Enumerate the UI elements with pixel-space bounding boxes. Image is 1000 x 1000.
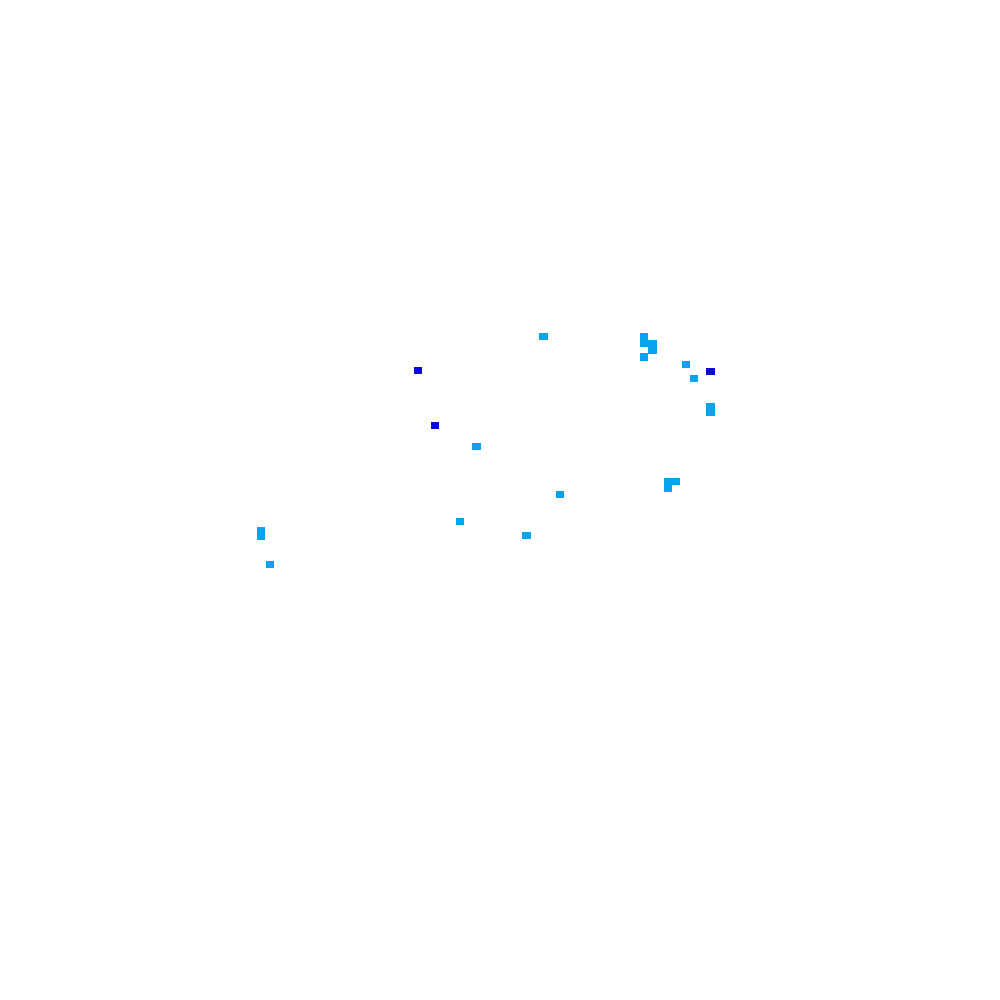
light-blue-pixel <box>682 361 690 368</box>
light-blue-pixel <box>648 346 657 354</box>
light-blue-pixel <box>456 518 464 525</box>
light-blue-pixel <box>257 527 265 540</box>
dark-blue-pixel <box>431 422 439 429</box>
light-blue-pixel <box>664 484 672 492</box>
light-blue-pixel <box>522 532 531 539</box>
light-blue-pixel <box>539 333 548 340</box>
light-blue-pixel <box>266 561 274 568</box>
dark-blue-pixel <box>706 368 715 375</box>
light-blue-pixel <box>640 333 648 347</box>
light-blue-pixel <box>556 491 564 498</box>
light-blue-pixel <box>640 353 648 361</box>
light-blue-pixel <box>472 443 481 450</box>
light-blue-pixel <box>664 478 680 485</box>
light-blue-pixel <box>690 375 698 382</box>
light-blue-pixel <box>646 340 657 347</box>
light-blue-pixel <box>706 403 715 416</box>
dark-blue-pixel <box>414 367 422 374</box>
